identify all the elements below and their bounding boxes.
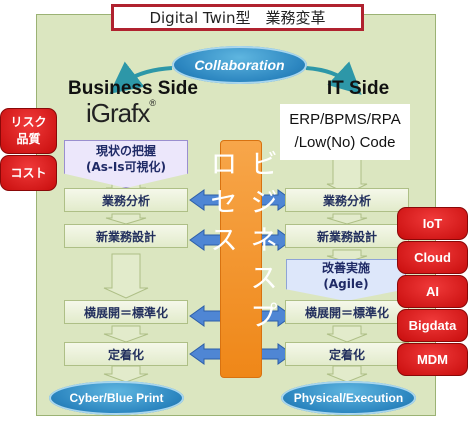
business-process-label: ビジネスプロセス (206, 149, 279, 339)
left-step-analysis: 業務分析 (64, 188, 188, 212)
business-side-heading: Business Side (68, 78, 198, 99)
risk-quality-box: リスク 品質 (0, 108, 57, 154)
left-step-establish: 定着化 (64, 342, 188, 366)
cyber-blueprint-ellipse: Cyber/Blue Print (49, 381, 184, 415)
left-flow-arrow-4 (103, 325, 149, 343)
business-process-bar: ビジネスプロセス (206, 140, 279, 378)
it-tools-box: ERP/BPMS/RPA /Low(No) Code (280, 104, 410, 160)
left-step-standardize: 横展開＝標準化 (64, 300, 188, 324)
physical-execution-ellipse: Physical/Execution (281, 381, 416, 415)
right-step-design: 新業務設計 (285, 224, 409, 248)
collab-arrow-left (109, 61, 173, 94)
right-flow-arrow-4 (326, 325, 368, 343)
left-flow-arrow-3 (103, 253, 149, 299)
left-flow-arrow-2 (105, 213, 147, 225)
tech-iot: IoT (397, 207, 468, 240)
left-step-design: 新業務設計 (64, 224, 188, 248)
right-step-establish: 定着化 (285, 342, 409, 366)
as-is-box: 現状の把握 (As-Is可視化) (64, 140, 188, 188)
tech-ai: AI (397, 275, 468, 308)
right-step-standardize: 横展開＝標準化 (285, 300, 409, 324)
right-flow-arrow-5 (326, 365, 368, 383)
tech-cloud: Cloud (397, 241, 468, 274)
igrafx-logo: iGrafx® (86, 98, 156, 129)
logo-registered-mark: ® (149, 98, 156, 108)
tech-mdm: MDM (397, 343, 468, 376)
diagram-title: Digital Twin型 業務変革 (111, 4, 364, 31)
cost-box: コスト (0, 155, 57, 191)
right-step-analysis: 業務分析 (285, 188, 409, 212)
collaboration-ellipse: Collaboration (172, 46, 307, 84)
logo-text: iGrafx (86, 98, 150, 128)
right-flow-arrow-2 (326, 213, 368, 225)
tech-bigdata: Bigdata (397, 309, 468, 342)
it-side-heading: IT Side (326, 78, 390, 99)
left-flow-arrow-5 (103, 365, 149, 383)
collab-arrow-right (305, 61, 362, 95)
